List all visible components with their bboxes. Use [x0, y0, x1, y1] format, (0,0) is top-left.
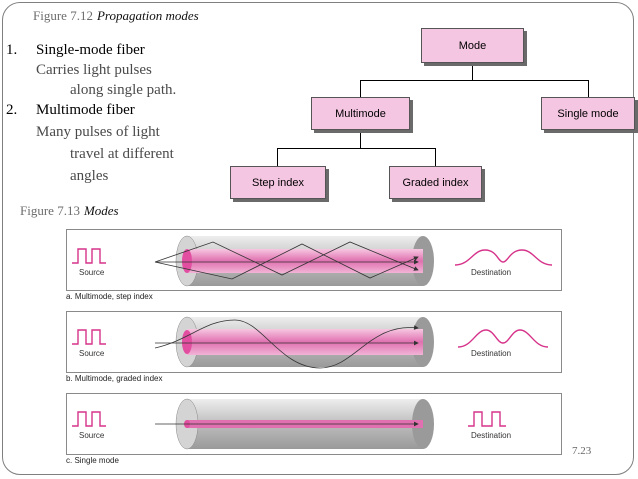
node-single-mode: Single mode [541, 97, 635, 130]
page-number: 7.23 [572, 445, 592, 457]
destination-signal-b [457, 329, 549, 348]
tree-connector-single [588, 80, 589, 97]
figure-7-12-title: Propagation modes [96, 8, 199, 23]
source-label-c: Source [79, 431, 105, 440]
list-item-2-line-3: angles [70, 168, 109, 184]
tree-connector-level2 [277, 148, 435, 149]
tree-connector-level1 [360, 80, 588, 81]
node-multimode: Multimode [311, 97, 410, 130]
node-mode: Mode [421, 28, 524, 63]
figure-7-13-number: Figure 7.13 [20, 203, 80, 218]
source-label-b: Source [79, 349, 105, 358]
fiber-graded-index [154, 316, 434, 369]
list-item-1-number: 1. [6, 42, 18, 58]
figure-7-13-title: Modes [83, 203, 119, 218]
list-item-2-line-2: travel at different [70, 146, 174, 162]
tree-connector-multimode-down [360, 130, 361, 148]
tree-connector-multimode [360, 80, 361, 97]
fiber-step-index [154, 235, 434, 287]
source-signal-c [72, 411, 106, 427]
destination-label-a: Destination [471, 268, 512, 277]
panel-caption-b: b. Multimode, graded index [66, 374, 163, 383]
node-step-index: Step index [230, 166, 326, 199]
slide-frame [2, 2, 634, 475]
source-signal-b [72, 329, 106, 345]
tree-connector-graded [435, 148, 436, 166]
list-item-2-heading: Multimode fiber [36, 102, 135, 118]
figure-7-12-number: Figure 7.12 [33, 8, 93, 23]
panel-caption-c: c. Single mode [66, 456, 119, 465]
panel-caption-a: a. Multimode, step index [66, 292, 153, 301]
list-item-2-number: 2. [6, 102, 18, 118]
node-graded-index: Graded index [389, 166, 482, 199]
destination-label-b: Destination [471, 349, 512, 358]
list-item-1-line-1: Carries light pulses [36, 62, 152, 78]
list-item-2-line-1: Many pulses of light [36, 124, 160, 140]
source-signal-a [72, 248, 106, 264]
source-label-a: Source [79, 268, 105, 277]
fiber-single-mode [155, 398, 434, 450]
list-item-1-heading: Single-mode fiber [36, 42, 145, 58]
list-item-1-line-2: along single path. [70, 82, 177, 98]
destination-signal-c [468, 411, 506, 427]
tree-connector-root [472, 63, 473, 80]
tree-connector-step [277, 148, 278, 166]
destination-signal-a [454, 249, 553, 266]
destination-label-c: Destination [471, 431, 512, 440]
